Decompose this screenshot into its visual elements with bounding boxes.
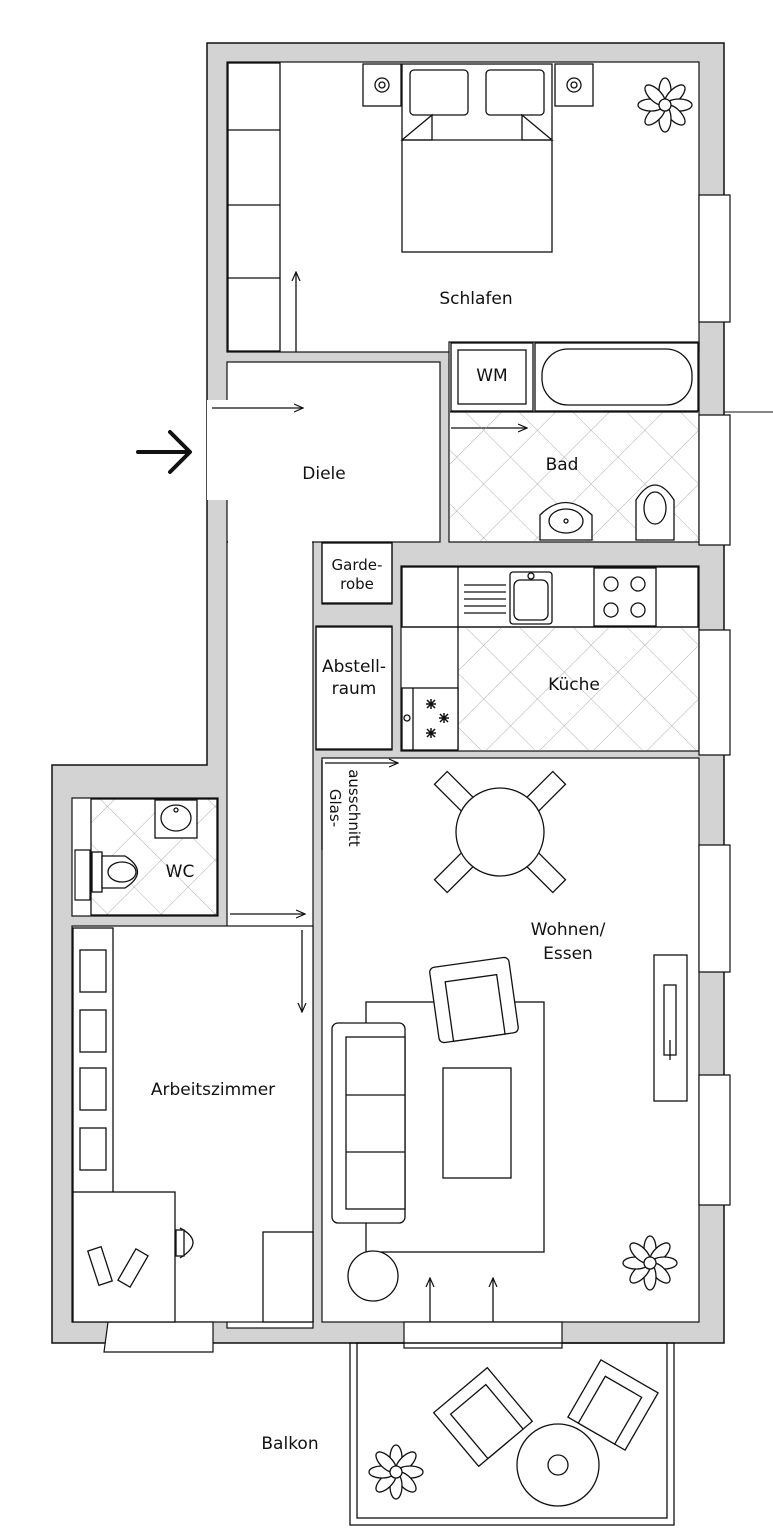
abstellraum-room	[315, 625, 393, 751]
label-kueche: Küche	[548, 675, 600, 695]
wc-toilet-tank	[91, 851, 103, 893]
kueche-tile-floor	[458, 628, 698, 750]
sideboard	[653, 954, 688, 1102]
label-abstell-2: raum	[332, 679, 377, 699]
window	[698, 414, 731, 546]
label-glas-1: Glas-	[326, 789, 344, 827]
cabinet	[262, 1231, 314, 1323]
garderobe-frame	[321, 542, 393, 604]
kueche-furniture	[401, 566, 699, 751]
plant-icon	[622, 1235, 678, 1291]
window	[103, 1321, 214, 1353]
pillow	[409, 69, 469, 116]
window	[698, 1074, 731, 1206]
label-arbeitszimmer: Arbeitszimmer	[151, 1080, 275, 1100]
label-garderobe-1: Garde-	[332, 556, 383, 574]
diele-room	[226, 361, 441, 543]
entrance-opening	[207, 400, 229, 500]
label-bad: Bad	[546, 455, 579, 475]
plant-icon	[637, 77, 693, 133]
label-wohnen-1: Wohnen/	[531, 920, 606, 940]
label-wm: WM	[476, 366, 507, 386]
abstellraum-frame	[315, 626, 393, 750]
armchair	[429, 956, 519, 1044]
balcony-chair	[432, 1366, 534, 1468]
diele-flur-opening	[228, 530, 312, 544]
wardrobe	[227, 62, 281, 352]
balcony-chair	[567, 1359, 659, 1451]
label-wohnen-2: Essen	[543, 944, 593, 964]
round-pouf	[347, 1250, 399, 1302]
draining-board	[464, 584, 506, 614]
dining-table	[433, 770, 567, 894]
balkon-area	[349, 1342, 675, 1526]
fridge	[401, 687, 459, 751]
stove	[593, 567, 657, 627]
sofa	[331, 1022, 406, 1224]
window	[698, 194, 731, 323]
entrance-arrow-icon	[136, 430, 192, 474]
plant-icon	[368, 1444, 424, 1500]
arbeitszimmer-furniture	[72, 927, 314, 1323]
room-labels: Schlafen Diele WM Bad Garde- robe Abstel…	[151, 289, 606, 1454]
label-abstell-1: Abstell-	[322, 657, 386, 677]
label-garderobe-2: robe	[340, 575, 374, 593]
pillow	[485, 69, 545, 116]
wohnen-furniture	[321, 760, 688, 1322]
window	[698, 844, 731, 973]
label-wc: WC	[166, 862, 195, 882]
bad-furniture	[450, 342, 699, 541]
window	[698, 629, 731, 756]
desk	[72, 1191, 176, 1323]
window	[74, 849, 91, 901]
label-diele: Diele	[302, 464, 345, 484]
schlafen-furniture	[227, 62, 594, 352]
label-balkon: Balkon	[261, 1434, 318, 1454]
windows	[74, 194, 731, 1353]
coffee-table	[442, 1067, 512, 1179]
label-glas-2: ausschnitt	[345, 769, 363, 847]
star-hob	[426, 699, 449, 738]
wc-furniture	[90, 798, 305, 915]
label-schlafen: Schlafen	[439, 289, 512, 309]
window	[403, 1321, 563, 1349]
